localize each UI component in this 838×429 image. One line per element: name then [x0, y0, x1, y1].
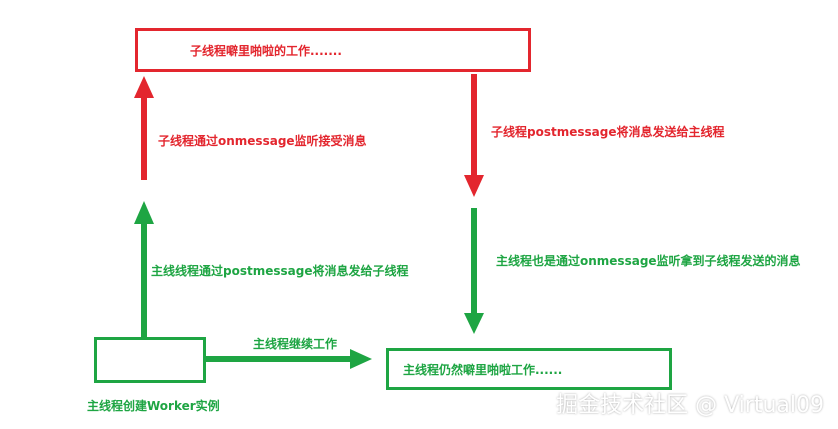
label-create-worker: 主线程创建Worker实例 — [87, 399, 220, 413]
worker-work-box: 子线程噼里啪啦的工作....... — [135, 28, 531, 72]
label-main-continue: 主线程继续工作 — [253, 337, 338, 351]
worker-work-text: 子线程噼里啪啦的工作....... — [190, 44, 342, 58]
main-work-text: 主线程仍然噼里啪啦工作...... — [403, 363, 563, 377]
main-work-box: 主线程仍然噼里啪啦工作...... — [386, 348, 672, 390]
green-right-arrow — [206, 349, 372, 369]
green-down-arrow — [464, 208, 484, 334]
label-main-receive: 主线程也是通过onmessage监听拿到子线程发送的消息 — [496, 254, 801, 268]
green-up-arrow — [134, 201, 154, 338]
create-worker-box — [94, 337, 206, 383]
red-down-arrow — [464, 74, 484, 197]
watermark: 掘金技术社区 @ Virtual09 — [556, 393, 824, 418]
label-worker-receive: 子线程通过onmessage监听接受消息 — [158, 134, 367, 148]
red-up-arrow — [134, 76, 154, 180]
label-worker-send: 子线程postmessage将消息发送给主线程 — [491, 125, 725, 139]
label-main-send: 主线线程通过postmessage将消息发给子线程 — [151, 264, 409, 278]
